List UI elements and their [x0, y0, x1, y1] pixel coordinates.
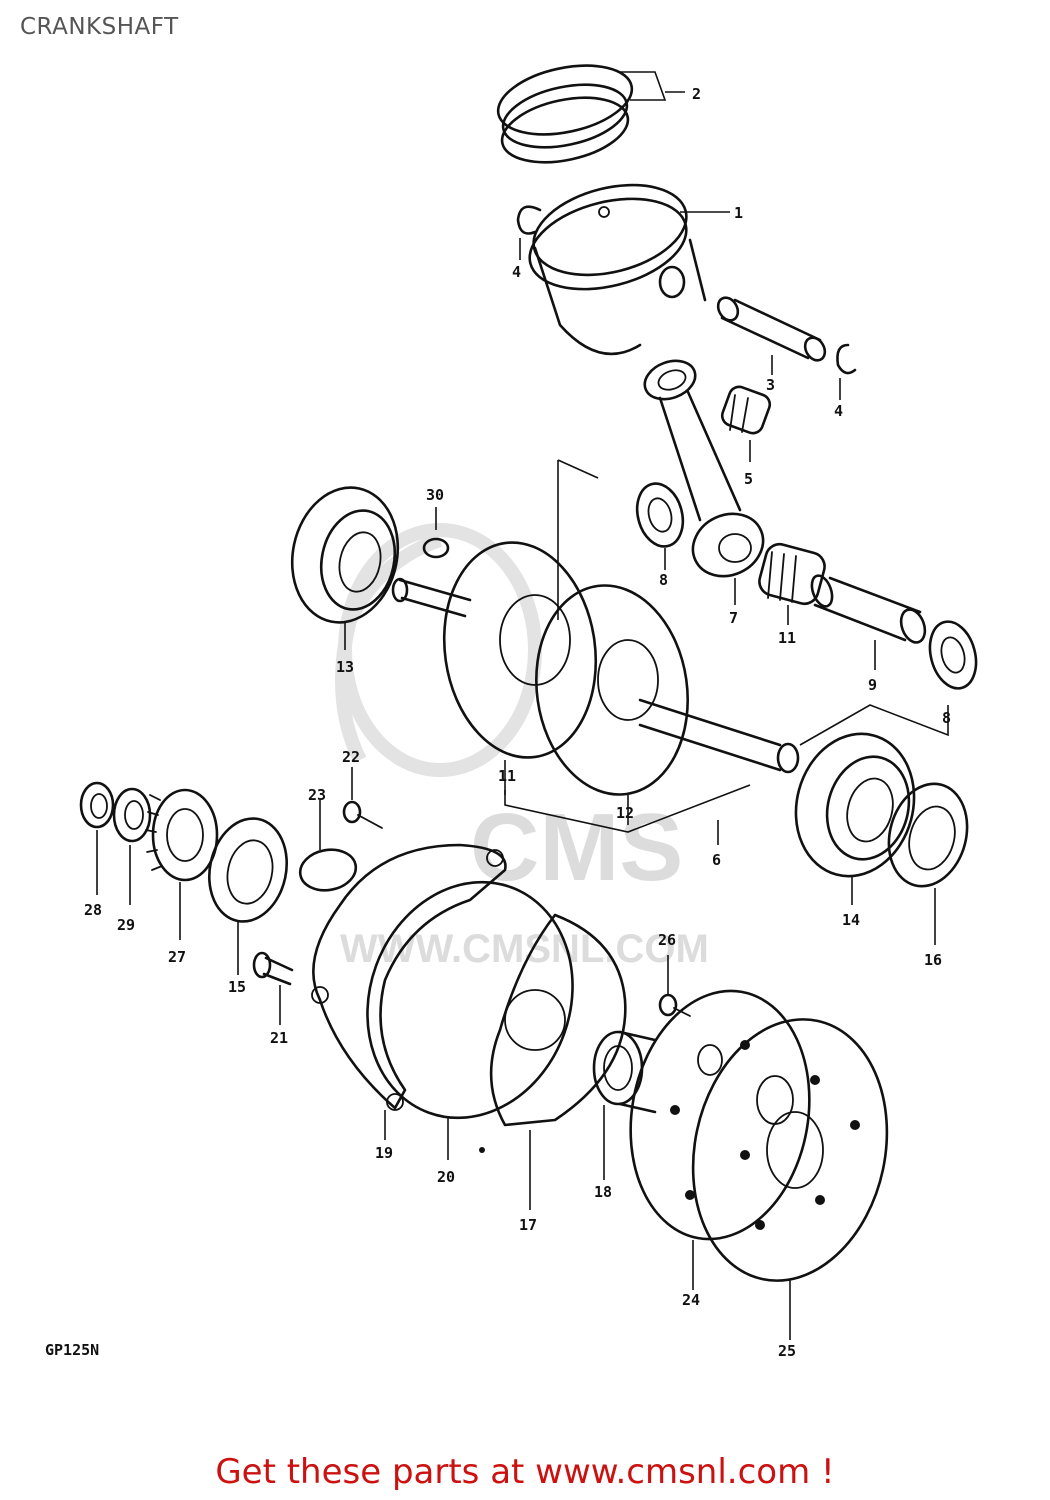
callout-24: 24 [682, 1291, 700, 1309]
callout-labels: 2 1 4 3 4 5 30 8 7 11 13 9 8 22 11 23 12… [84, 85, 951, 1360]
part-oil-seal-right [887, 782, 969, 945]
callout-3: 3 [766, 376, 775, 394]
part-rotor-24 [629, 989, 811, 1290]
part-screw-22 [342, 767, 383, 829]
part-washer-29 [112, 787, 152, 905]
part-gasket-20 [366, 880, 574, 1160]
part-o-ring-23 [298, 800, 358, 892]
callout-26: 26 [658, 931, 676, 949]
part-bolt-21 [252, 951, 294, 1025]
part-crankshaft-assembly [391, 459, 800, 845]
part-piston-pin [716, 296, 827, 375]
part-screw-26 [658, 955, 691, 1017]
callout-8b: 8 [942, 709, 951, 727]
part-woodruff-key [422, 507, 450, 559]
watermark-brand: CMS [470, 794, 683, 901]
part-hub-18 [592, 1030, 657, 1180]
callout-14: 14 [842, 911, 860, 929]
part-disc-25 [691, 1018, 889, 1340]
callout-25: 25 [778, 1342, 796, 1360]
callout-29: 29 [117, 916, 135, 934]
callout-9: 9 [868, 676, 877, 694]
callout-1: 1 [734, 204, 743, 222]
callout-28: 28 [84, 901, 102, 919]
callout-21: 21 [270, 1029, 288, 1047]
callout-18: 18 [594, 1183, 612, 1201]
part-thrust-washers [635, 482, 978, 746]
callout-5: 5 [744, 470, 753, 488]
model-code: GP125N [45, 1341, 99, 1359]
callout-13: 13 [336, 658, 354, 676]
callout-6: 6 [712, 851, 721, 869]
callout-23: 23 [308, 786, 326, 804]
part-main-bearing-left [290, 486, 400, 650]
part-main-bearing-right [794, 732, 916, 905]
get-parts-link[interactable]: Get these parts at www.cmsnl.com ! [215, 1452, 835, 1492]
callout-16: 16 [924, 951, 942, 969]
callout-17: 17 [519, 1216, 537, 1234]
part-cover-19 [311, 843, 507, 1140]
part-primary-gear-27 [145, 788, 219, 940]
part-oil-seal-left [207, 817, 289, 975]
part-piston [528, 183, 730, 356]
part-nut-28 [79, 781, 115, 895]
callout-10: 11 [778, 629, 796, 647]
callout-4b: 4 [834, 402, 843, 420]
callout-30: 30 [426, 486, 444, 504]
callout-20: 20 [437, 1168, 455, 1186]
callout-22: 22 [342, 748, 360, 766]
part-circlips [516, 205, 857, 400]
callout-19: 19 [375, 1144, 393, 1162]
callout-8: 8 [659, 571, 668, 589]
callout-15: 15 [228, 978, 246, 996]
callout-11: 11 [498, 767, 516, 785]
part-crank-pin [810, 574, 927, 670]
callout-2: 2 [692, 85, 701, 103]
part-small-end-bearing [720, 385, 772, 462]
part-connecting-rod [643, 359, 765, 605]
part-big-end-bearing [758, 542, 826, 625]
page-title: CRANKSHAFT [20, 14, 179, 40]
part-piston-rings [496, 64, 685, 164]
callout-12: 12 [616, 804, 634, 822]
part-plate-17 [479, 913, 627, 1210]
callout-27: 27 [168, 948, 186, 966]
callout-4: 4 [512, 263, 521, 281]
callout-7: 7 [729, 609, 738, 627]
